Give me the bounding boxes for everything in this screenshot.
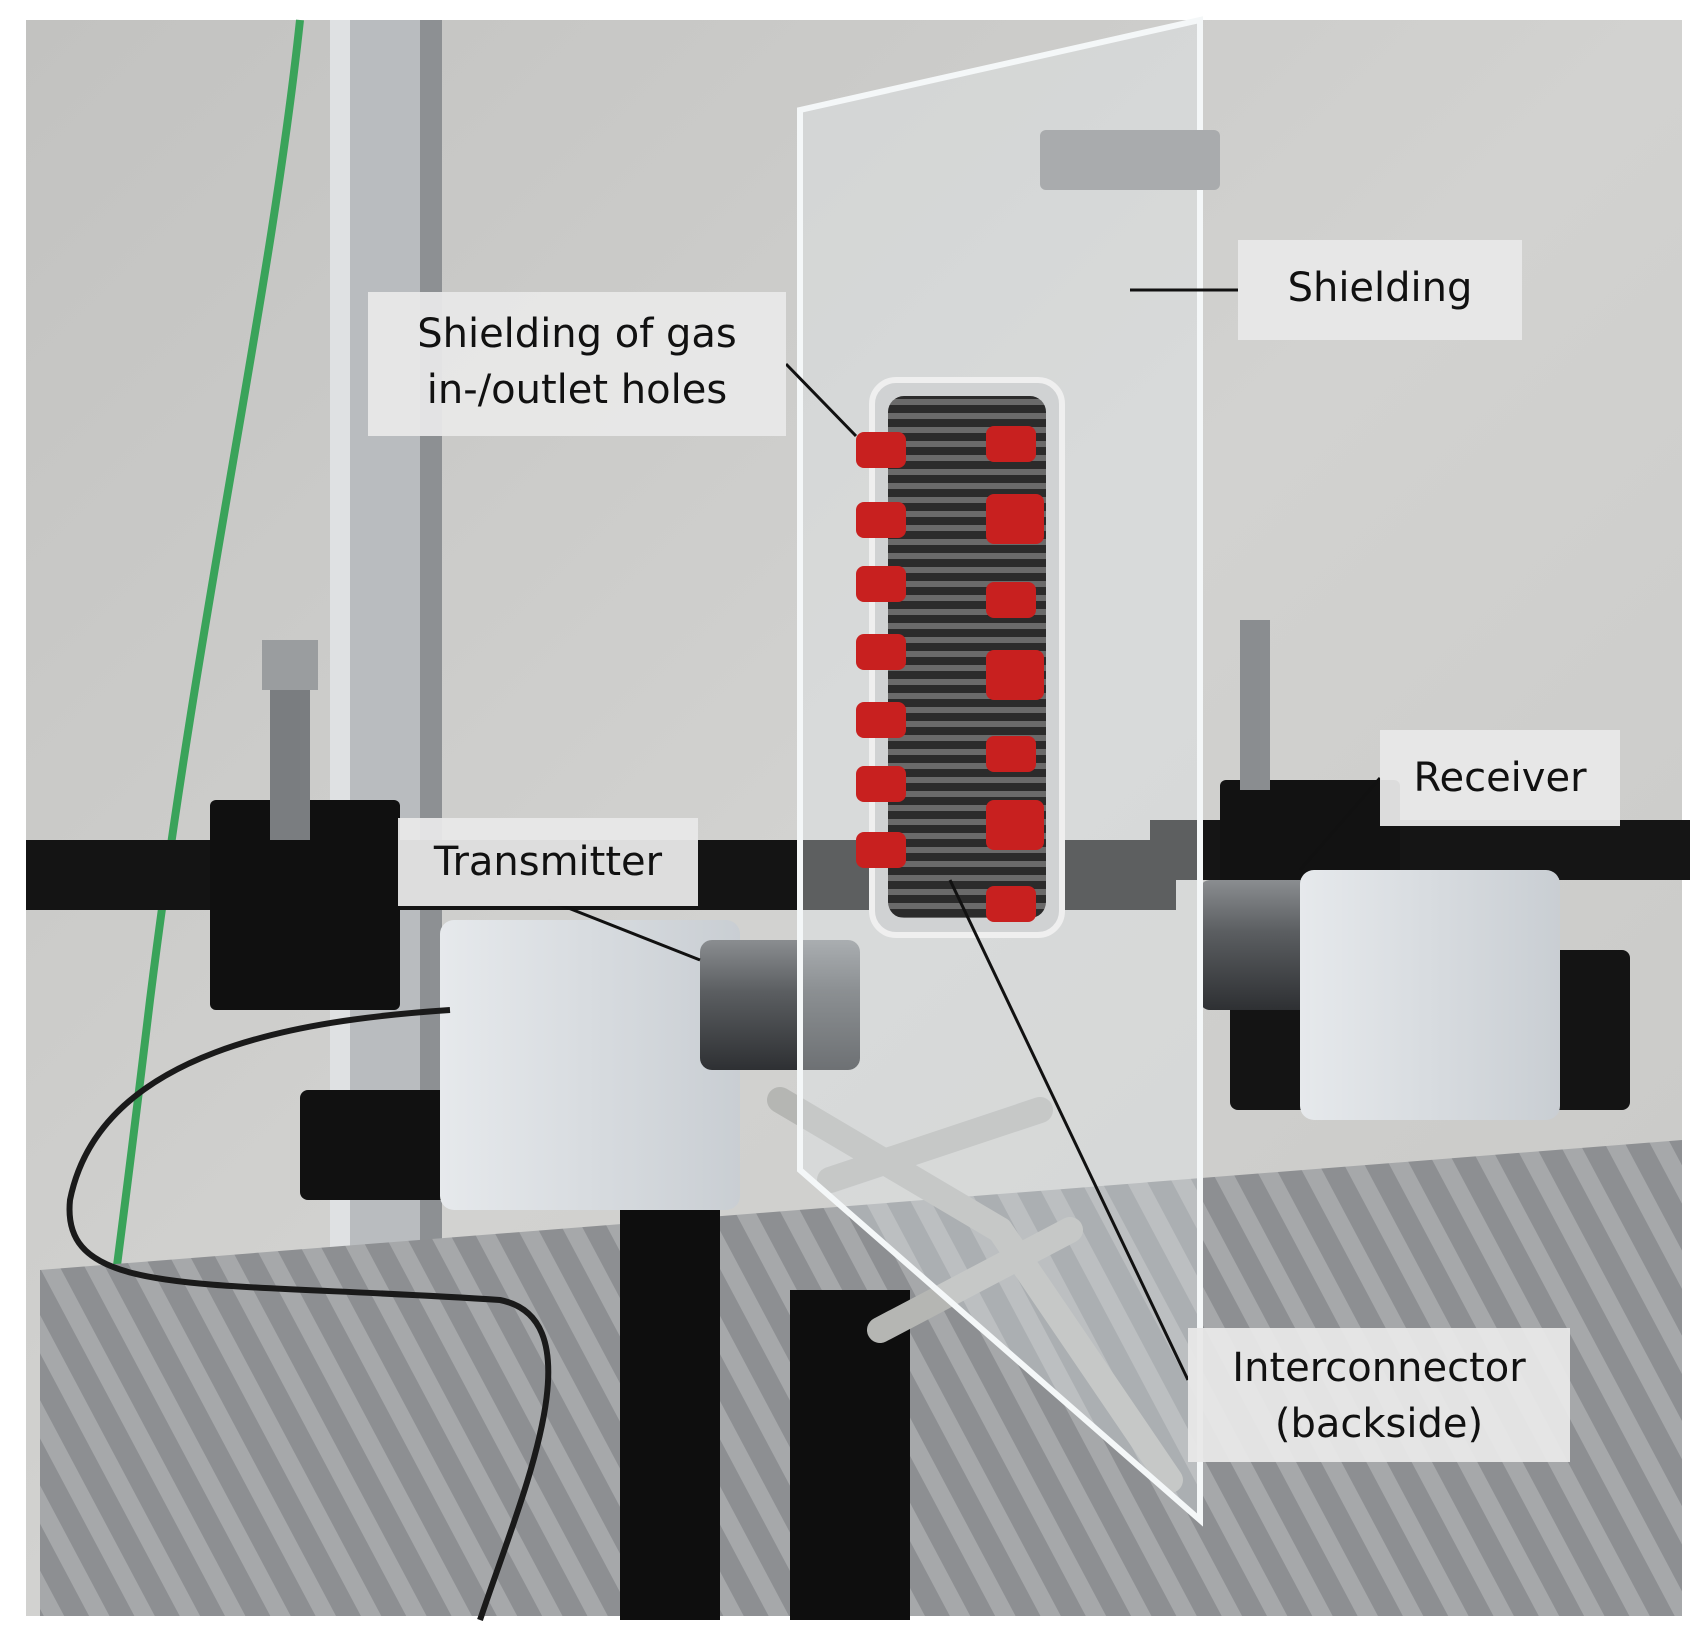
label-transmitter-text: Transmitter	[433, 839, 663, 885]
label-receiver: Receiver	[1380, 730, 1620, 826]
label-gas-holes-line1: Shielding of gas	[417, 311, 737, 357]
label-shielding: Shielding	[1238, 240, 1522, 340]
label-shielding-gas-holes: Shielding of gas in-/outlet holes	[368, 292, 786, 436]
label-receiver-text: Receiver	[1413, 755, 1587, 801]
label-interconnector-line1: Interconnector	[1232, 1345, 1526, 1391]
label-interconnector-line2: (backside)	[1274, 1401, 1484, 1447]
label-gas-holes-line2: in-/outlet holes	[426, 367, 728, 413]
red-plugs	[856, 426, 1044, 922]
label-shielding-text: Shielding	[1287, 265, 1473, 311]
label-transmitter: Transmitter	[398, 818, 698, 906]
label-interconnector: Interconnector (backside)	[1188, 1328, 1570, 1462]
